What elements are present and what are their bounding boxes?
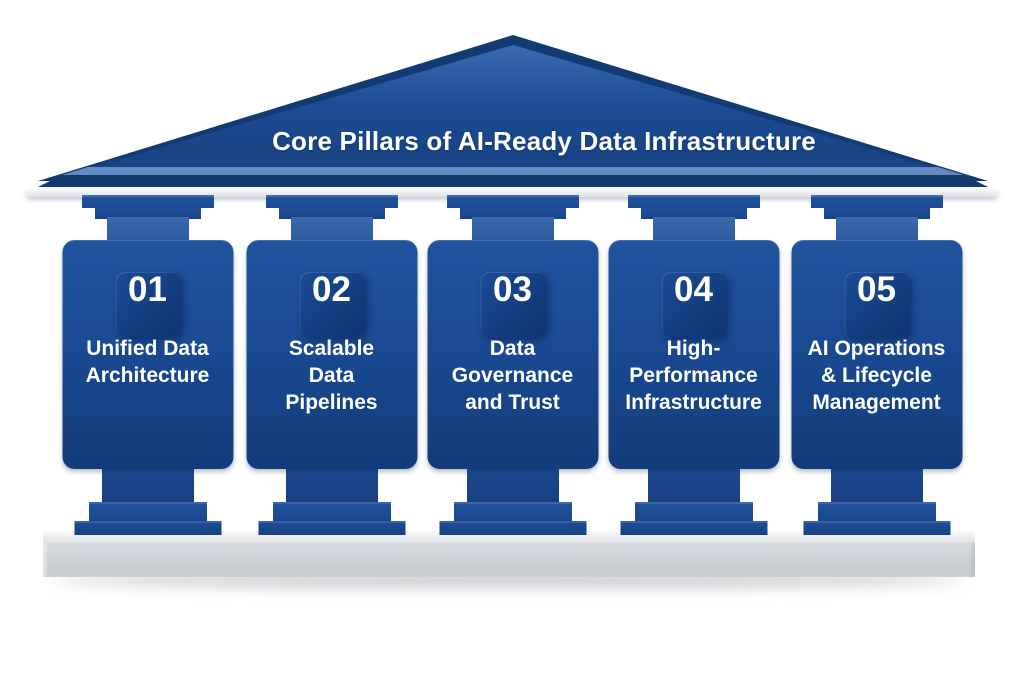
pillar-capital-shaft	[835, 217, 918, 243]
pillar-base-tier1	[817, 502, 936, 521]
pillar-capital-tier2	[459, 208, 566, 219]
pillar-label: AI Operations & Lifecycle Management	[807, 337, 946, 414]
pillar-04: 04 High- Performance Infrastructure	[608, 187, 779, 535]
pillar-capital-shaft	[652, 217, 735, 243]
pillar-base-tier1	[634, 502, 753, 521]
pillar-capital-shaft	[106, 217, 189, 243]
pillar-base-tier2	[439, 521, 586, 535]
pillar-number-diamond	[480, 272, 545, 337]
pillar-capital-tier2	[94, 208, 201, 219]
pillar-capital-shaft	[471, 217, 554, 243]
pillar-base-tier1	[272, 502, 391, 521]
pillar-capital-tier1	[627, 195, 760, 208]
architrave-band	[26, 187, 998, 197]
pillar-capital-tier1	[265, 195, 398, 208]
pillar-label: High- Performance Infrastructure	[625, 337, 762, 414]
pillar-number: 05	[857, 270, 896, 309]
pillar-number-diamond	[115, 272, 180, 337]
pillar-02: 02 Scalable Data Pipelines	[246, 187, 417, 535]
pillar-label: Data Governance and Trust	[451, 337, 574, 414]
pillar-base-tier1	[453, 502, 572, 521]
pillar-number: 04	[674, 270, 713, 309]
pillar-shaft	[830, 468, 923, 502]
pediment-light-stripe	[62, 167, 964, 175]
pillar-capital-tier1	[446, 195, 579, 208]
pillar-base-tier2	[803, 521, 950, 535]
pillar-05: 05 AI Operations & Lifecycle Management	[791, 187, 962, 535]
pillar-label: Unified Data Architecture	[85, 337, 210, 387]
pediment-title: Core Pillars of AI-Ready Data Infrastruc…	[272, 126, 816, 156]
pillar-03: 03 Data Governance and Trust	[427, 187, 598, 535]
pillar-01: 01 Unified Data Architecture	[62, 187, 233, 535]
pediment-roof	[38, 35, 988, 187]
pillar-number-diamond	[844, 272, 909, 337]
pillar-capital-tier1	[81, 195, 214, 208]
pillar-number: 03	[493, 270, 532, 309]
pillar-shaft	[647, 468, 740, 502]
pillar-capital-tier2	[823, 208, 930, 219]
pillar-label: Scalable Data Pipelines	[285, 337, 378, 414]
pillar-base-tier1	[88, 502, 207, 521]
pillar-number: 02	[312, 270, 351, 309]
pillar-shaft	[285, 468, 378, 502]
pillar-capital-tier1	[810, 195, 943, 208]
pillar-base-tier2	[258, 521, 405, 535]
pillar-base-tier2	[74, 521, 221, 535]
pillar-shaft	[466, 468, 559, 502]
platform-front-face	[43, 542, 975, 577]
pillar-capital-shaft	[290, 217, 373, 243]
pillar-number-diamond	[661, 272, 726, 337]
pillar-number-diamond	[299, 272, 364, 337]
pillar-capital-tier2	[640, 208, 747, 219]
pediment-face	[55, 45, 971, 178]
pediment-eave-band	[38, 175, 988, 187]
pillar-number: 01	[128, 270, 167, 309]
pillar-base-tier2	[620, 521, 767, 535]
pillar-shaft	[101, 468, 194, 502]
platform-top-face	[43, 531, 975, 542]
pillar-capital-tier2	[278, 208, 385, 219]
